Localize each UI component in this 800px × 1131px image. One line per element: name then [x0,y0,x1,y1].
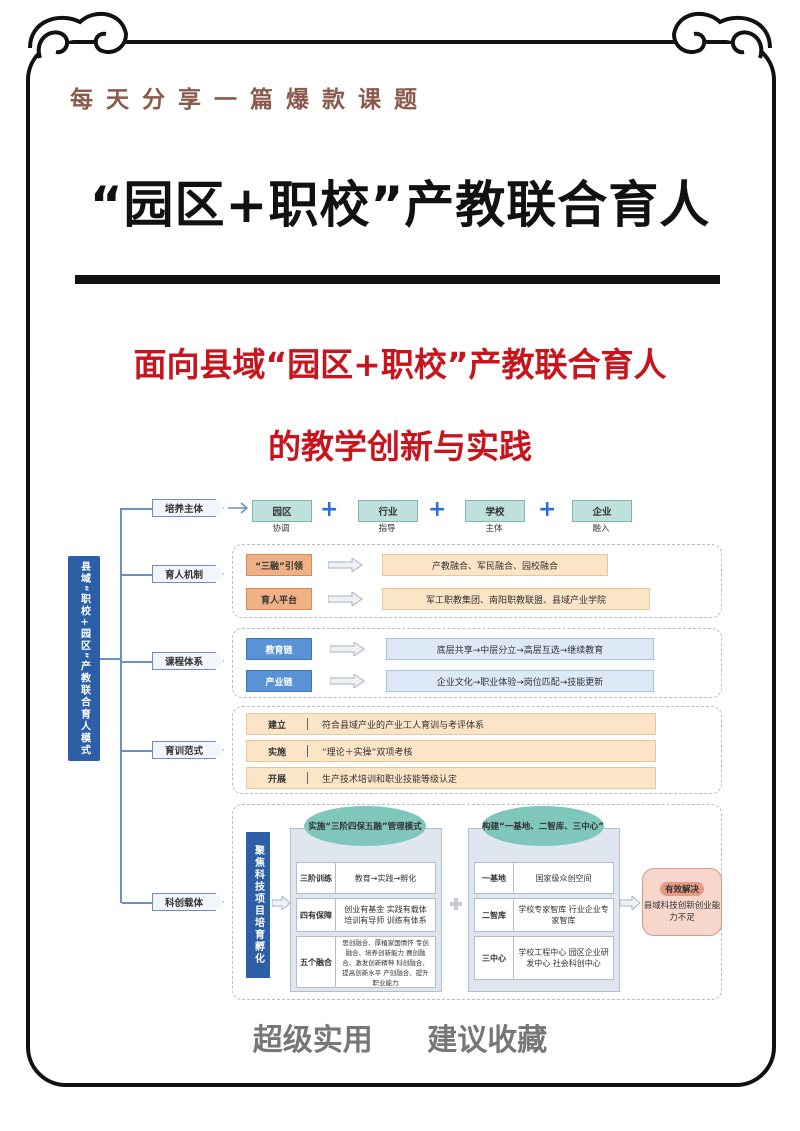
footer-right: 建议收藏 [427,1023,548,1058]
management-oval: 实施“三阶四保五融”管理模式 [304,806,426,846]
training-panel [232,706,722,794]
plus-icon: + [428,497,447,522]
row-body: 创业有基金 实践有载体 培训有导师 训练有体系 [344,905,427,925]
problem-text: 县域科技创新创业能力不足 [643,900,721,923]
row-body: 学校专家智库 行业企业专家智库 [518,905,609,925]
training-verb: 开展 [267,774,286,785]
branch-label-innovation: 科创载体 [152,893,224,911]
curriculum-content: 底层共享→中层分立→高层互选→继续教育 [386,638,654,660]
branch-connector [122,574,152,576]
plus-icon: + [538,497,557,522]
construction-oval: 构建“一基地、二智库、三中心” [482,806,604,846]
branch-connector [122,902,152,904]
row-head: 一基地 [475,863,514,893]
row-body: 国家级众创空间 [535,873,592,883]
title-divider [75,275,720,284]
branch-label-curriculum: 课程体系 [152,652,224,670]
mechanism-panel [232,544,722,618]
construction-row: 二智库学校专家智库 行业企业专家智库 [474,898,614,932]
management-row: 四有保障创业有基金 实践有载体 培训有导师 训练有体系 [296,898,436,932]
branch-arrow [228,502,252,517]
hollow-arrow-icon [327,557,364,575]
training-row: 建立 符合县域产业的产业工人育训与考评体系 [246,713,656,735]
management-row: 五个融合思创融合、厚植家国情怀 专创融合、培养创新能力 赛创融合、激发创新精神 … [296,936,436,988]
training-verb: 建立 [267,720,286,731]
training-verb: 实施 [267,747,286,758]
branch-label-mechanism: 育人机制 [152,565,224,583]
row-body: 思创融合、厚植家国情怀 专创融合、培养创新能力 赛创融合、激发创新精神 科创融合… [342,939,429,987]
training-row: 实施 “理论＋实操”双项考核 [246,740,656,762]
subject-role: 指导 [378,524,396,534]
branch-label-training: 育训范式 [152,741,224,759]
hollow-arrow-icon [619,894,642,913]
subject-box: 学校 [465,500,525,522]
curriculum-label: 产业链 [246,670,312,692]
row-head: 五个融合 [297,937,336,987]
branch-connector [122,508,152,510]
subject-role: 融入 [592,524,610,534]
problem-solved-box: 有效解决 县域科技创新创业能力不足 [642,868,722,936]
construction-row: 三中心学校工程中心 园区企业研发中心 社会科创中心 [474,936,614,980]
subtitle-line-2: 的教学创新与实践 [268,427,532,466]
branch-connector [122,750,152,752]
branch-connector [122,661,152,663]
curriculum-content: 企业文化→职业体验→岗位匹配→技能更新 [386,670,654,692]
page-title: “园区+职校”产教联合育人 [89,176,711,234]
tagline: 每天分享一篇爆款课题 [70,87,430,113]
construction-row: 一基地 国家级众创空间 [474,862,614,894]
hollow-arrow-icon [329,673,366,691]
row-head: 三阶训练 [297,863,336,893]
innovation-side-label: 聚焦科技项目培育孵化 [246,832,270,978]
diagram-root: 县域“职校+园区”产教联合育人模式 [68,556,100,761]
row-head: 四有保障 [297,899,336,931]
row-body: 学校工程中心 园区企业研发中心 社会科创中心 [518,948,609,968]
mechanism-label: “三融”引领 [246,554,312,576]
training-content: 符合县域产业的产业工人育训与考评体系 [322,720,485,731]
mechanism-content: 产教融合、军民融合、园校融合 [382,554,608,576]
branch-label-subjects: 培养主体 [152,499,224,517]
plus-connector-icon [446,896,466,915]
row-head: 三中心 [475,937,514,979]
subtitle-line-1: 面向县域“园区+职校”产教联合育人 [133,345,667,384]
row-body: 教育→实践→孵化 [354,873,417,883]
footer: 超级实用 建议收藏 [0,1015,800,1059]
row-head: 二智库 [475,899,514,931]
hollow-arrow-icon [327,591,364,609]
root-connector [100,658,122,660]
diagram-trunk [120,508,122,903]
curriculum-panel [232,628,722,698]
plus-icon: + [320,497,339,522]
training-content: 生产技术培训和职业技能等级认定 [322,774,458,785]
subject-box: 行业 [358,500,418,522]
management-row: 三阶训练 教育→实践→孵化 [296,862,436,894]
subject-box: 企业 [572,500,632,522]
training-row: 开展 生产技术培训和职业技能等级认定 [246,767,656,789]
curriculum-label: 教育链 [246,638,312,660]
problem-tag: 有效解决 [659,881,704,896]
footer-left: 超级实用 [252,1023,373,1058]
hollow-arrow-icon [271,894,292,913]
subject-role: 主体 [485,524,503,534]
hollow-arrow-icon [329,641,366,659]
mechanism-label: 育人平台 [246,588,312,610]
subject-role: 协调 [272,524,290,534]
mechanism-content: 军工职教集团、南阳职教联盟、县域产业学院 [382,588,650,610]
training-content: “理论＋实操”双项考核 [322,747,413,758]
model-diagram: 县域“职校+园区”产教联合育人模式 培养主体 园区 协调 + 行业 指导 + 学… [60,488,750,1008]
subject-box: 园区 [252,500,312,522]
